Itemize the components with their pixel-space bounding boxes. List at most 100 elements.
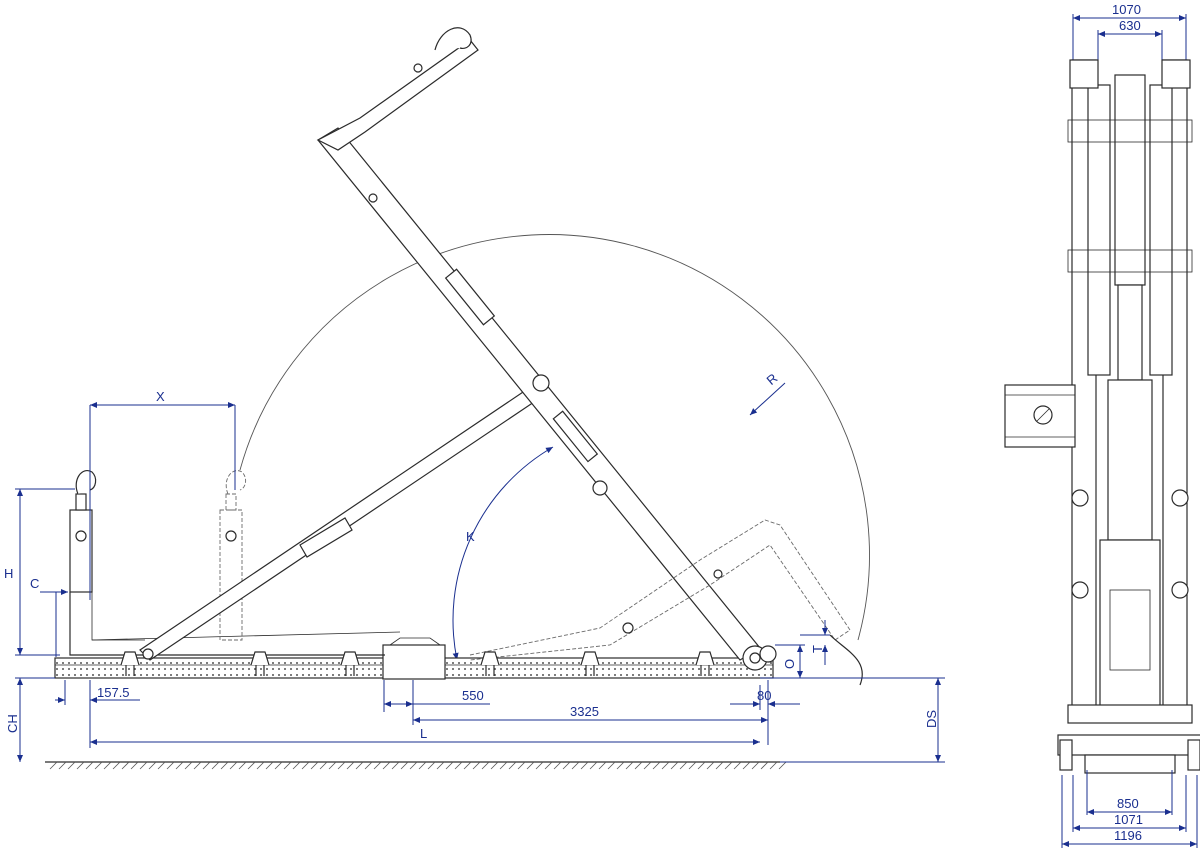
ground-hatch-stroke — [481, 761, 490, 770]
tipping-arm — [316, 27, 761, 661]
ground-hatch-stroke — [301, 761, 310, 770]
mounting-bracket — [250, 651, 270, 676]
ground-hatch-stroke — [598, 761, 607, 770]
ground-hatch-stroke — [382, 761, 391, 770]
ground-hatch-stroke — [49, 761, 58, 770]
ground-hatch-stroke — [292, 761, 301, 770]
container-flat — [69, 470, 401, 656]
ground-hatch-stroke — [85, 761, 94, 770]
ground-hatch-stroke — [733, 761, 742, 770]
ground-hatch-stroke — [490, 761, 499, 770]
ground-hatch-stroke — [535, 761, 544, 770]
ground-hatch-stroke — [346, 761, 355, 770]
mounting-brackets — [120, 651, 715, 676]
dim-157-5-label: 157.5 — [97, 685, 130, 700]
ground-hatch-stroke — [274, 761, 283, 770]
ground-hatch-stroke — [247, 761, 256, 770]
ground-hatch-stroke — [112, 761, 121, 770]
ground-hatch-stroke — [463, 761, 472, 770]
ground-hatch-stroke — [589, 761, 598, 770]
ground-hatch-stroke — [211, 761, 220, 770]
mounting-bracket — [120, 651, 140, 676]
dim-t-label: T — [810, 645, 825, 653]
ground-hatch-stroke — [58, 761, 67, 770]
dim-ds-label: DS — [924, 710, 939, 728]
ground-hatch-stroke — [544, 761, 553, 770]
ground-hatch-stroke — [724, 761, 733, 770]
ground-line — [45, 761, 787, 770]
dim-1070-label: 1070 — [1112, 2, 1141, 17]
ground-hatch-stroke — [220, 761, 229, 770]
ground-hatch-stroke — [652, 761, 661, 770]
ground-hatch-stroke — [283, 761, 292, 770]
ground-hatch-stroke — [391, 761, 400, 770]
mounting-bracket — [480, 651, 500, 676]
ground-hatch-stroke — [499, 761, 508, 770]
ground-hatch-stroke — [679, 761, 688, 770]
ground-hatch-stroke — [778, 761, 787, 770]
dim-ch-label: CH — [5, 714, 20, 733]
ground-hatch-stroke — [121, 761, 130, 770]
ground-hatch-stroke — [526, 761, 535, 770]
ground-hatch-stroke — [571, 761, 580, 770]
ground-hatch-stroke — [445, 761, 454, 770]
dim-k-label: K — [466, 529, 475, 544]
ground-hatch-stroke — [229, 761, 238, 770]
mounting-bracket — [695, 651, 715, 676]
ground-hatch-stroke — [670, 761, 679, 770]
dim-h-label: H — [4, 566, 13, 581]
ground-hatch-stroke — [337, 761, 346, 770]
dim-o-label: O — [782, 659, 797, 669]
ground-hatch-stroke — [427, 761, 436, 770]
dim-630-label: 630 — [1119, 18, 1141, 33]
ground-hatch-stroke — [661, 761, 670, 770]
ground-hatch-stroke — [400, 761, 409, 770]
ground-hatch-stroke — [616, 761, 625, 770]
ground-hatch-stroke — [256, 761, 265, 770]
ground-hatch-stroke — [355, 761, 364, 770]
ground-hatch-stroke — [580, 761, 589, 770]
ground-hatch-stroke — [184, 761, 193, 770]
lift-arm-lower — [139, 385, 541, 661]
ground-hatch-stroke — [364, 761, 373, 770]
ground-hatch-stroke — [508, 761, 517, 770]
ground-hatch-stroke — [265, 761, 274, 770]
ground-hatch-stroke — [193, 761, 202, 770]
ground-hatch-stroke — [625, 761, 634, 770]
ground-hatch-stroke — [202, 761, 211, 770]
dim-c-label: C — [30, 576, 39, 591]
ground-hatch-stroke — [148, 761, 157, 770]
ground-hatch-stroke — [76, 761, 85, 770]
ground-hatch-stroke — [418, 761, 427, 770]
ground-hatch-stroke — [688, 761, 697, 770]
ground-hatch-stroke — [157, 761, 166, 770]
ghost-hook-post — [219, 470, 247, 641]
rear-roller — [742, 645, 777, 671]
ground-hatch-stroke — [634, 761, 643, 770]
side-view: X H C CH 157.5 550 3325 80 — [4, 27, 945, 770]
ground-hatch-stroke — [139, 761, 148, 770]
ground-hatch-stroke — [373, 761, 382, 770]
dim-r-label: R — [763, 370, 780, 388]
rear-view: 1070 630 — [1004, 2, 1200, 848]
ground-hatch-stroke — [319, 761, 328, 770]
ground-hatch-stroke — [130, 761, 139, 770]
ground-hatch-stroke — [67, 761, 76, 770]
hook-arm-lowered-ghost — [469, 519, 863, 686]
ground-hatch-stroke — [751, 761, 760, 770]
mounting-bracket — [340, 651, 360, 676]
ground-hatch-stroke — [238, 761, 247, 770]
ground-hatch-stroke — [103, 761, 112, 770]
ground-hatch-stroke — [472, 761, 481, 770]
ground-hatch-stroke — [517, 761, 526, 770]
swing-radius-arc — [239, 234, 870, 641]
tilt-angle-arc — [452, 446, 554, 661]
ground-hatch-stroke — [697, 761, 706, 770]
ground-hatch-stroke — [760, 761, 769, 770]
ground-hatch-stroke — [454, 761, 463, 770]
ground-hatch-stroke — [742, 761, 751, 770]
mounting-bracket — [580, 651, 600, 676]
dim-l-label: L — [420, 726, 427, 741]
ground-hatch-stroke — [94, 761, 103, 770]
